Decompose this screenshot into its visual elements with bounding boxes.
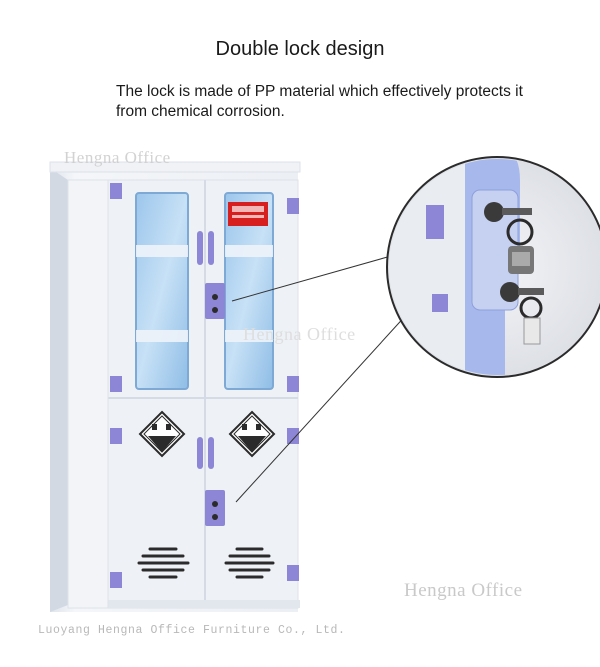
description-text: The lock is made of PP material which ef… [116,83,523,120]
corrosive-hazard-icon [228,410,276,458]
key-icon [484,202,534,274]
watermark: Hengna Office [243,324,356,344]
hinges [110,183,299,588]
callout-lines [231,255,409,503]
corrosive-hazard-icon [138,410,186,458]
glass-windows [135,192,274,390]
page-title: Double lock design [215,38,385,60]
vents [137,547,275,579]
warning-sign [228,202,268,226]
lock-lower [205,490,225,526]
company-name: Luoyang Hengna Office Furniture Co., Ltd… [38,624,346,637]
watermark: Hengna Office [404,580,523,601]
zoom-detail-circle [386,156,600,378]
watermark: Hengna Office [64,148,171,167]
door-handles [197,231,214,469]
key-icon [500,282,544,345]
lock-upper [205,283,225,319]
